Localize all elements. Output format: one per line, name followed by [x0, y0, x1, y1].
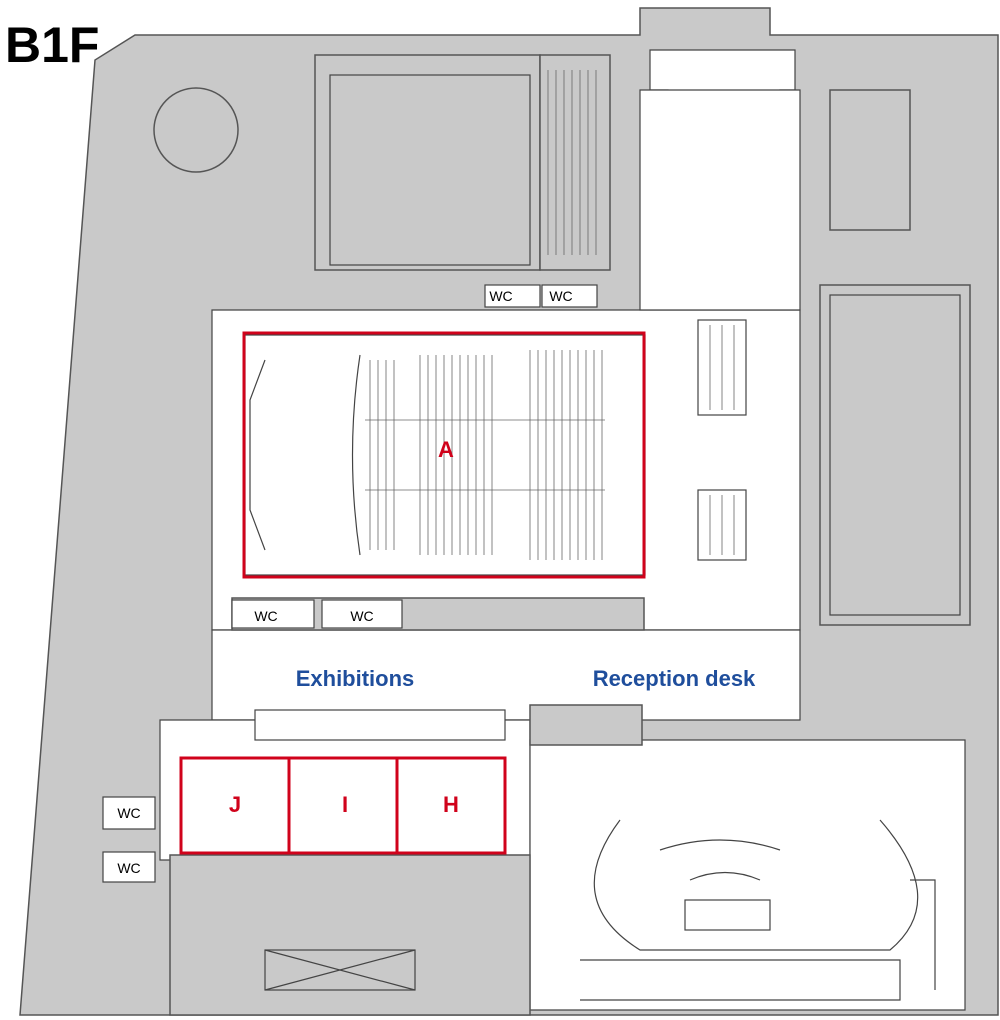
room-h-outline[interactable] [395, 756, 507, 855]
amphitheater [580, 819, 936, 1001]
wc-label: WC [117, 860, 140, 876]
upper-theater [314, 54, 611, 271]
room-h-label: H [443, 792, 459, 817]
wc-label: WC [117, 805, 140, 821]
escalators [697, 319, 747, 561]
floor-label: B1F [5, 17, 99, 73]
hall-a-interior [244, 334, 646, 576]
room-j-label: J [229, 792, 241, 817]
east-wing-rooms [819, 89, 971, 626]
exhibition-stand [254, 709, 506, 741]
restroom-boxes [102, 284, 598, 883]
room-a-outline[interactable] [242, 331, 646, 579]
room-a-label: A [438, 437, 454, 462]
wc-label: WC [254, 608, 277, 624]
wc-label: WC [549, 288, 572, 304]
wc-label: WC [350, 608, 373, 624]
room-i-label: I [342, 792, 348, 817]
exhibitions-label: Exhibitions [296, 666, 415, 691]
wc-label: WC [489, 288, 512, 304]
reception-desk-label: Reception desk [593, 666, 756, 691]
round-room [153, 87, 239, 173]
